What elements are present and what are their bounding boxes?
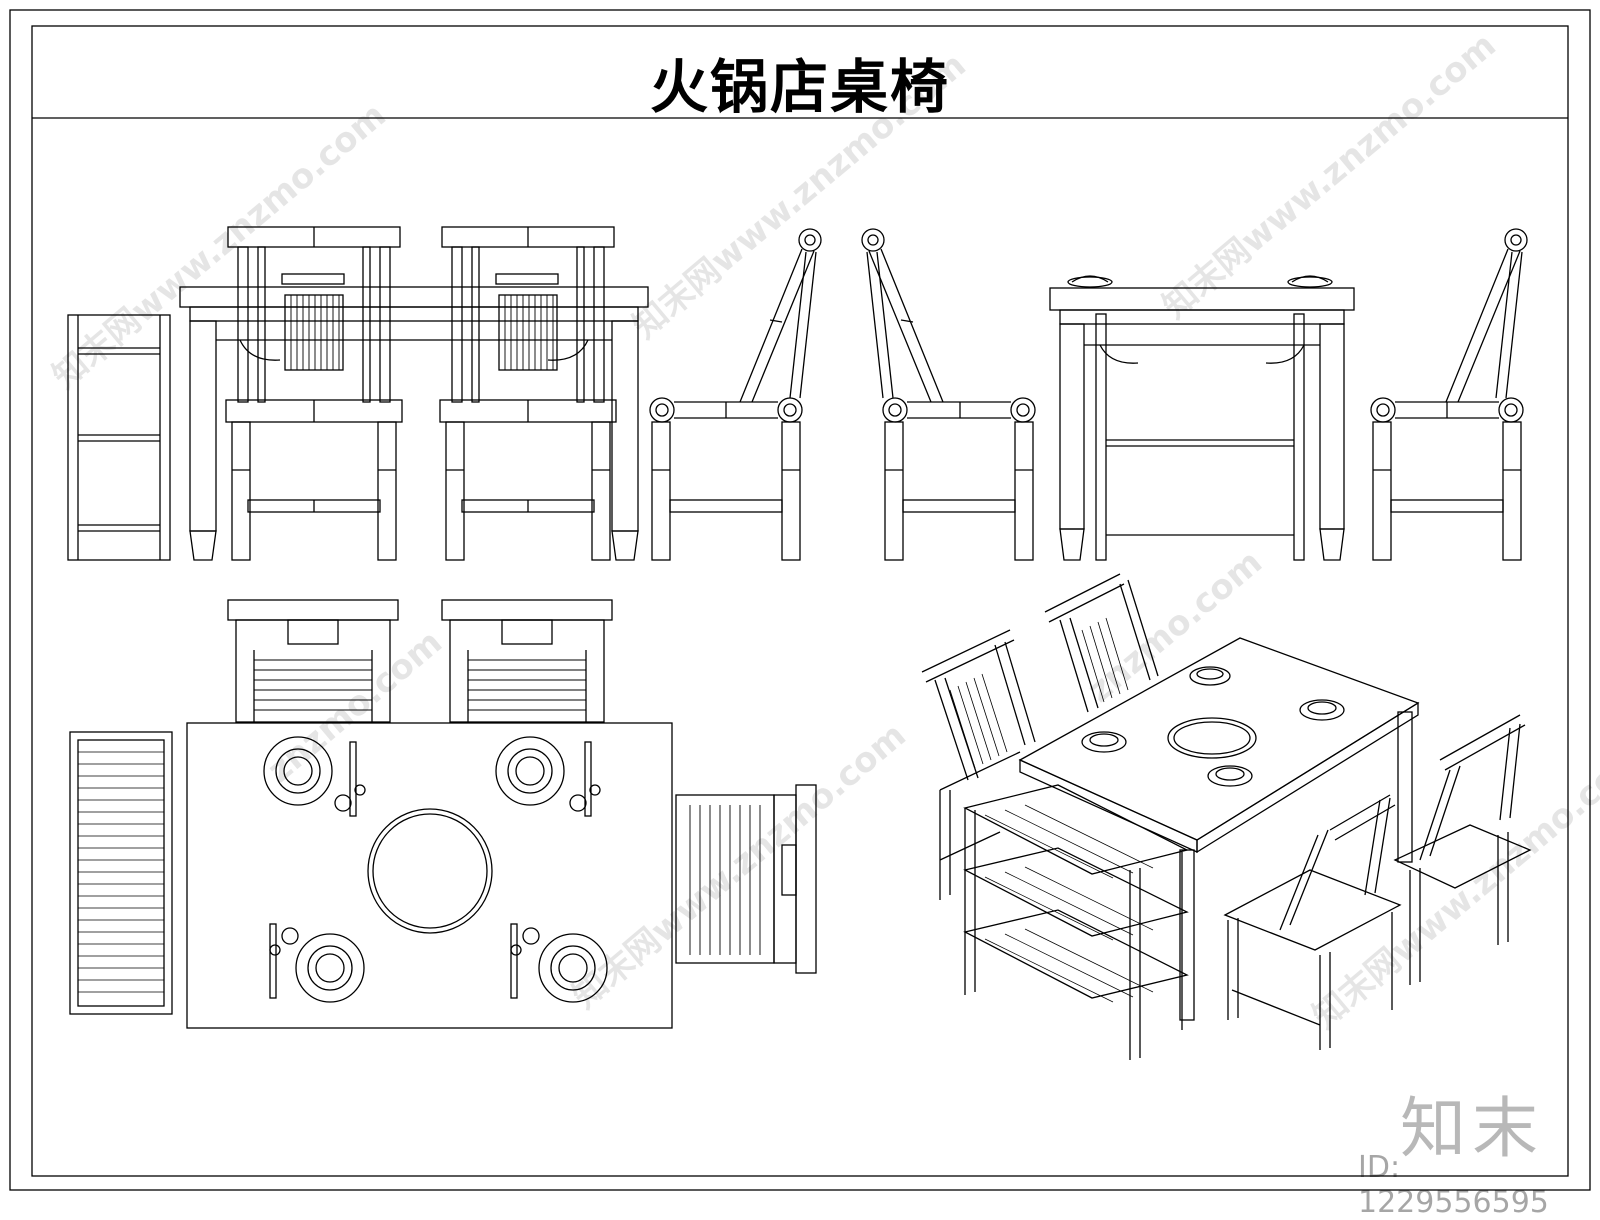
inner-frame xyxy=(31,25,1569,1177)
side-elevation-chair-3 xyxy=(1370,228,1528,561)
isometric-view-set xyxy=(921,573,1532,1060)
logo: 知末 xyxy=(1400,1090,1544,1167)
plan-view-table-chairs xyxy=(69,599,817,1029)
side-elevation-chair-1 xyxy=(649,228,822,561)
side-elevation-table xyxy=(1049,275,1355,561)
id-label: ID: 1229556595 xyxy=(1358,1150,1549,1220)
page-title: 火锅店桌椅 xyxy=(649,53,950,121)
front-elevation-table-chairs xyxy=(67,226,649,561)
outer-frame xyxy=(9,9,1591,1191)
side-elevation-chair-2 xyxy=(861,228,1036,561)
